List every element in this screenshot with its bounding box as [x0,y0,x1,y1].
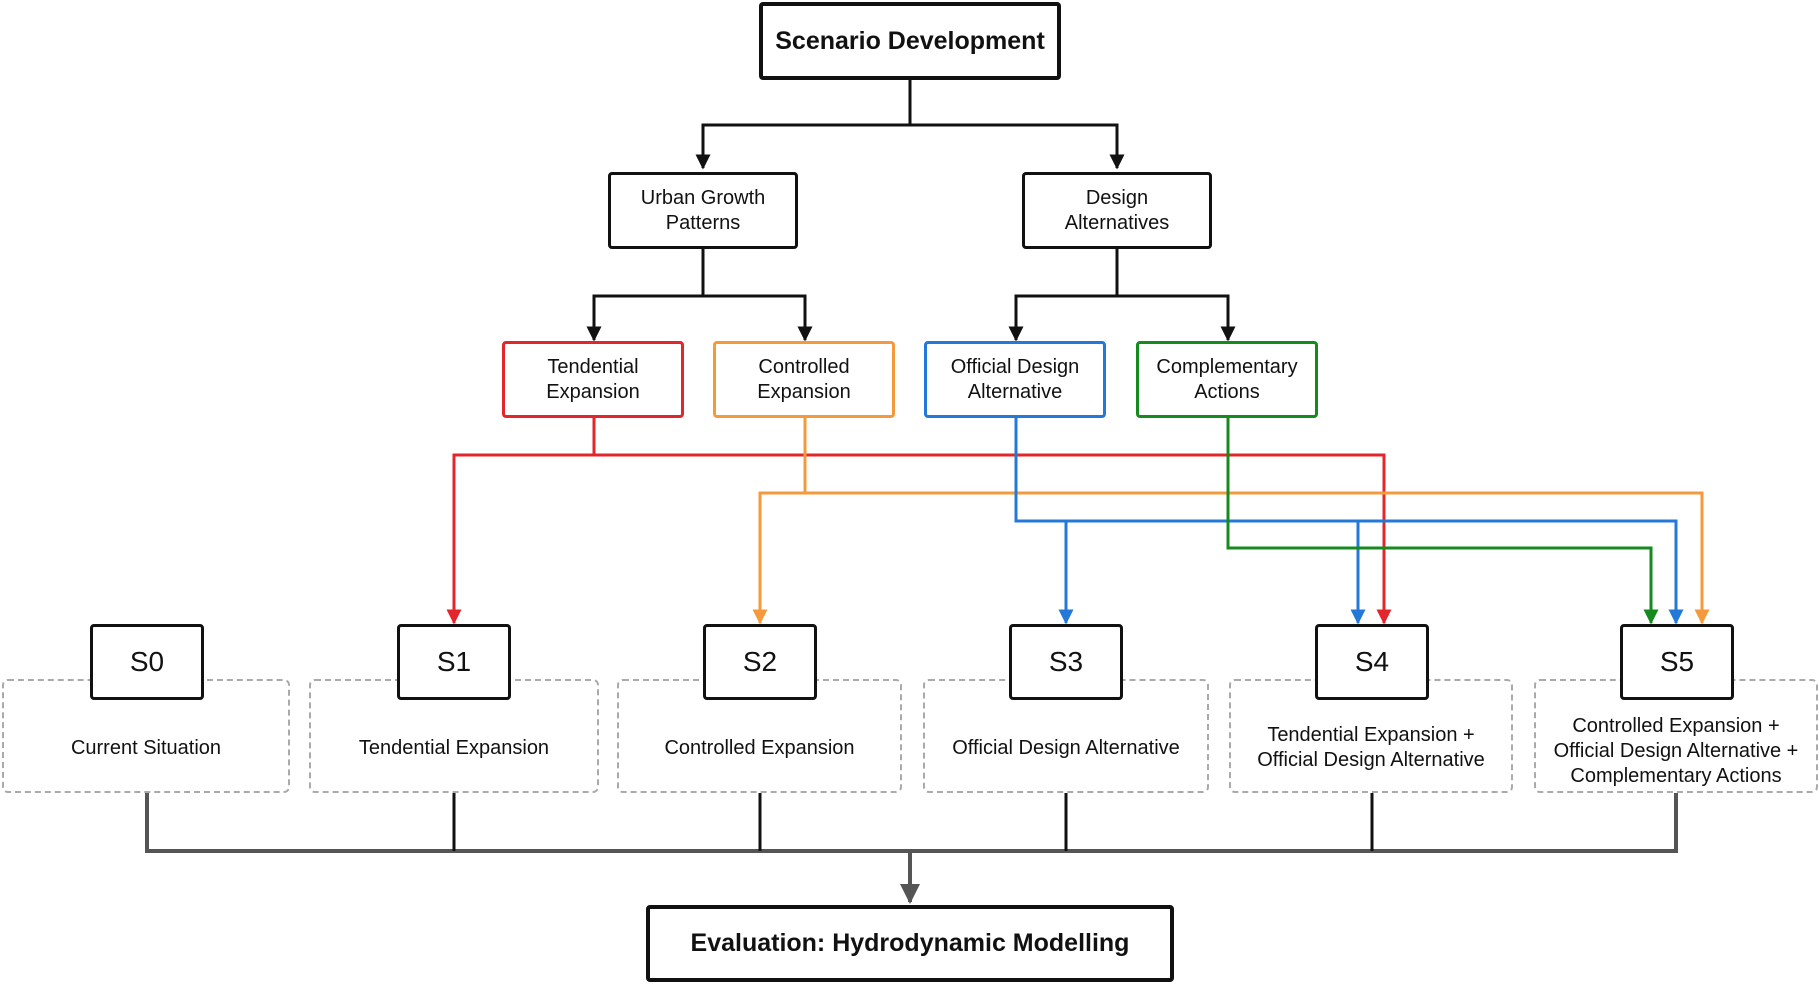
scenario-description: Tendential Expansion + Official Design A… [1229,679,1513,793]
connector-controlled [752,418,807,625]
controlled-expansion-node: Controlled Expansion [713,341,895,418]
scenario-label: S3 [1009,624,1123,700]
connector-controlled [805,491,1710,625]
connector-top [695,80,912,170]
official-design-alternative-node: Official Design Alternative [924,341,1106,418]
connector-design [1008,249,1119,342]
design-alternatives-node: Design Alternatives [1022,172,1212,249]
scenario-label: S5 [1620,624,1734,700]
urban-growth-patterns-node: Urban Growth Patterns [608,172,798,249]
connector-design [1117,294,1236,342]
scenario-label: S0 [90,624,204,700]
connector-tendential [446,418,596,625]
complementary-actions-node: Complementary Actions [1136,341,1318,418]
scenario-label: S4 [1315,624,1429,700]
connector-official [1014,418,1684,625]
connector-tendential [594,453,1392,625]
connector-complementary [1226,418,1659,625]
connector-urban [703,294,813,342]
scenario-label: S1 [397,624,511,700]
scenario-label: S2 [703,624,817,700]
connector-urban [586,249,705,342]
connector-merge [145,793,1678,853]
evaluation-node: Evaluation: Hydrodynamic Modelling [646,905,1174,982]
connector-top [910,123,1125,170]
tendential-expansion-node: Tendential Expansion [502,341,684,418]
scenario-development-node: Scenario Development [759,2,1061,80]
